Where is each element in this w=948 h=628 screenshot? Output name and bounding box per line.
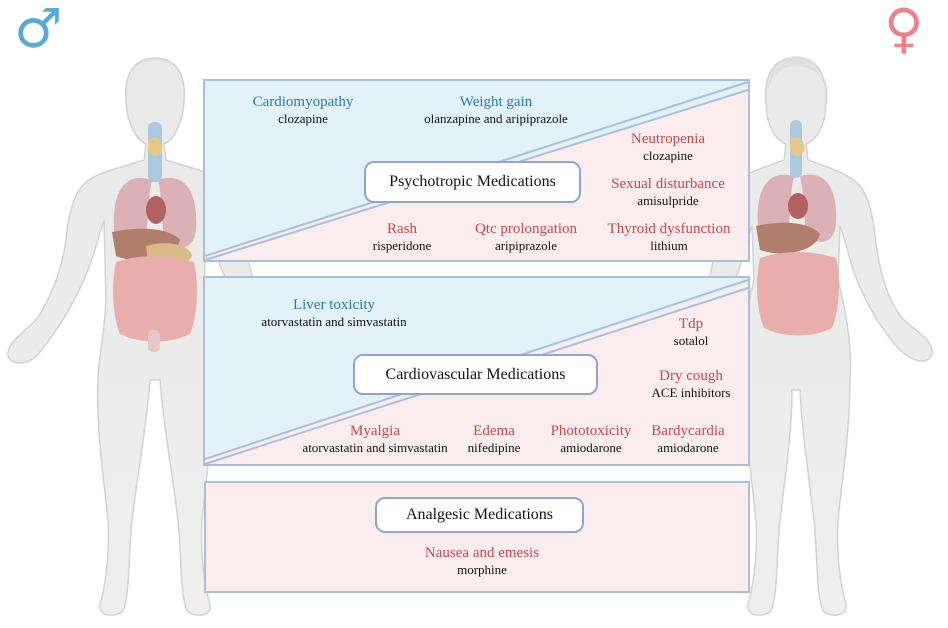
effect-item: Myalgia atorvastatin and simvastatin [302,423,448,455]
effect-item: Weight gain olanzapine and aripiprazole [424,94,568,126]
effect-item: Qtc prolongation aripiprazole [474,221,578,253]
effect-item: Rash risperidone [372,221,432,253]
effect-item: Edema nifedipine [467,423,521,455]
psychotropic-title: Psychotropic Medications [364,161,581,203]
effect-item: Nausea and emesis morphine [424,545,540,577]
effect-item: Liver toxicity atorvastatin and simvasta… [261,297,407,329]
effect-item: Bardycardia amiodarone [651,423,725,455]
effect-item: Thyroid dysfunction lithium [607,221,731,253]
effect-item: Sexual disturbance amisulpride [611,176,725,208]
effect-item: Tdp sotalol [673,316,709,348]
effect-item: Dry cough ACE inhibitors [651,368,731,400]
analgesic-title: Analgesic Medications [375,497,584,533]
effect-item: Neutropenia clozapine [630,131,706,163]
effect-item: Phototoxicity amiodarone [550,423,632,455]
male-symbol: ♂ [14,0,63,60]
effect-item: Cardiomyopathy clozapine [252,94,354,126]
female-symbol: ♀ [884,0,924,60]
cardiovascular-title: Cardiovascular Medications [353,354,598,395]
